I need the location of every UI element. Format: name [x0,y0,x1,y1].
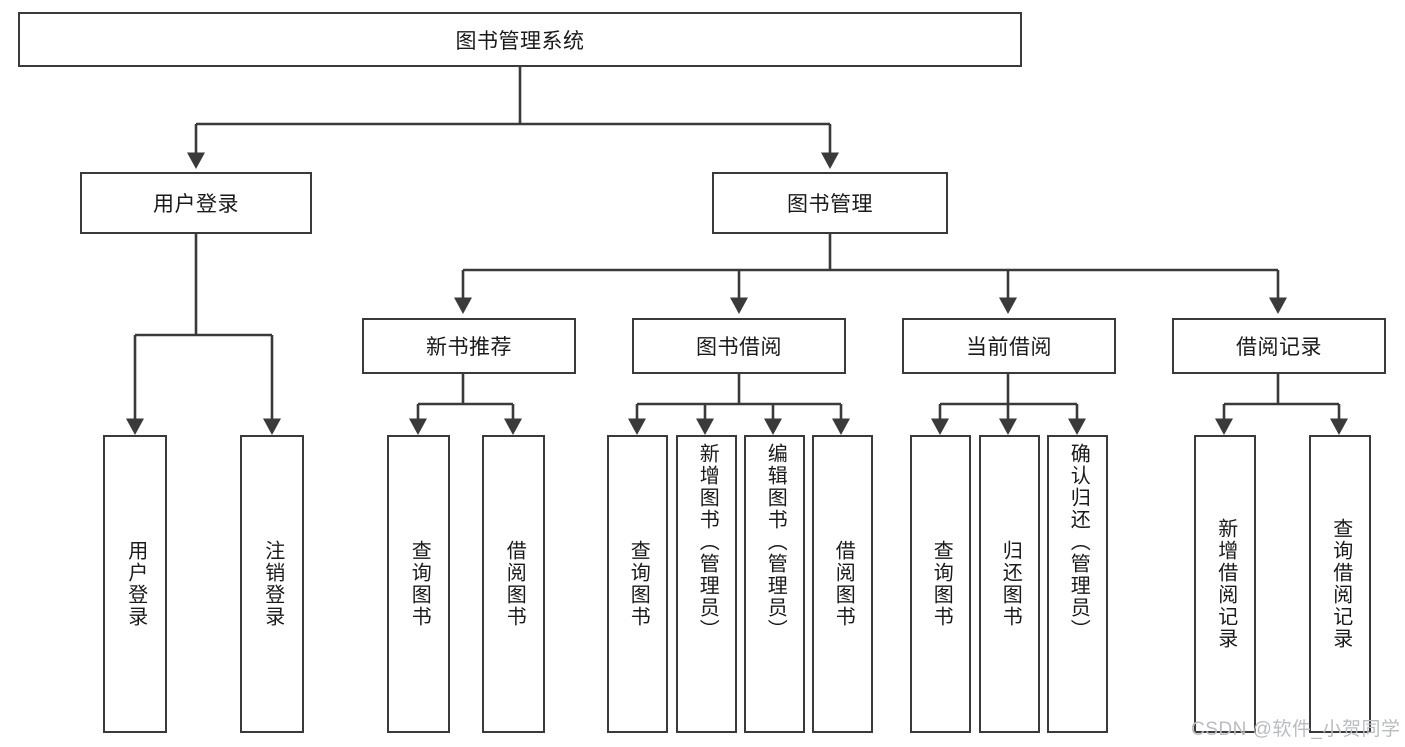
node-current-borrow-label: 当前借阅 [966,336,1052,359]
node-user-login-label: 用户登录 [153,193,239,216]
node-new-book-recommend[interactable]: 新书推荐 [362,318,576,374]
node-leaf-query-book-1[interactable]: 查询图书 [387,435,450,733]
node-current-borrow[interactable]: 当前借阅 [902,318,1116,374]
node-borrow-record[interactable]: 借阅记录 [1172,318,1386,374]
node-book-manage[interactable]: 图书管理 [712,172,948,234]
node-leaf-edit-book[interactable]: 编辑图书（管理员） [744,435,805,733]
node-leaf-borrow-book-1-label: 借阅图书 [503,540,526,628]
node-leaf-logout[interactable]: 注销登录 [240,435,304,733]
node-leaf-user-login-label: 用户登录 [124,540,147,628]
node-leaf-borrow-book-2-label: 借阅图书 [832,540,855,628]
node-leaf-confirm-return-label: 确认归还（管理员） [1067,443,1090,641]
node-leaf-query-book-1-label: 查询图书 [408,540,431,628]
node-leaf-query-book-3-label: 查询图书 [930,540,953,628]
node-user-login[interactable]: 用户登录 [80,172,312,234]
node-book-borrow[interactable]: 图书借阅 [632,318,846,374]
node-leaf-query-book-3[interactable]: 查询图书 [910,435,971,733]
node-leaf-query-record-label: 查询借阅记录 [1329,518,1352,650]
node-leaf-confirm-return[interactable]: 确认归还（管理员） [1047,435,1108,733]
watermark-text: CSDN @软件_小贺同学 [1191,719,1401,740]
node-borrow-record-label: 借阅记录 [1236,336,1322,359]
node-book-borrow-label: 图书借阅 [696,336,782,359]
node-leaf-query-book-2[interactable]: 查询图书 [607,435,668,733]
node-leaf-query-book-2-label: 查询图书 [627,540,650,628]
node-book-manage-label: 图书管理 [787,193,873,216]
node-root[interactable]: 图书管理系统 [18,12,1022,67]
node-new-book-recommend-label: 新书推荐 [426,336,512,359]
node-leaf-return-book-label: 归还图书 [999,540,1022,628]
node-leaf-add-book[interactable]: 新增图书（管理员） [676,435,737,733]
node-leaf-borrow-book-2[interactable]: 借阅图书 [812,435,873,733]
node-leaf-user-login[interactable]: 用户登录 [103,435,167,733]
node-leaf-return-book[interactable]: 归还图书 [979,435,1040,733]
node-leaf-logout-label: 注销登录 [261,540,284,628]
node-leaf-add-record-label: 新增借阅记录 [1214,518,1237,650]
node-root-label: 图书管理系统 [455,29,585,53]
node-leaf-add-book-label: 新增图书（管理员） [696,443,719,641]
node-leaf-query-record[interactable]: 查询借阅记录 [1309,435,1371,733]
node-leaf-borrow-book-1[interactable]: 借阅图书 [482,435,545,733]
node-leaf-edit-book-label: 编辑图书（管理员） [764,443,787,641]
node-leaf-add-record[interactable]: 新增借阅记录 [1194,435,1256,733]
